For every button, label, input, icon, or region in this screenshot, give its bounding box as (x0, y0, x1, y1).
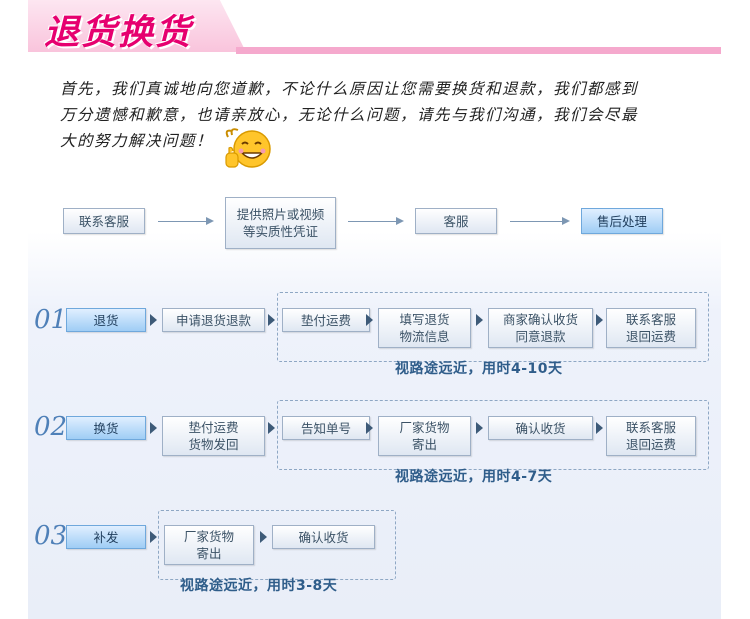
page-title: 退货换货 (44, 12, 193, 53)
exchange-ship-box: 厂家货物 寄出 (378, 416, 471, 456)
chevron-right-icon (268, 314, 275, 326)
resend-label-box: 补发 (66, 525, 146, 549)
return-dashed-group (277, 292, 709, 362)
title-underline (236, 47, 721, 54)
chevron-right-icon (476, 314, 483, 326)
resend-ship-box: 厂家货物 寄出 (164, 525, 254, 565)
flow-photo-box: 提供照片或视频 等实质性凭证 (225, 197, 336, 249)
flow-arrow-2 (348, 217, 404, 225)
chevron-right-icon (366, 422, 373, 434)
chevron-right-icon (150, 531, 157, 543)
return-fill-box: 填写退货 物流信息 (378, 308, 471, 348)
intro-line-1: 首先，我们真诚地向您道歉，不论什么原因让您需要换货和退款，我们都感到 (60, 80, 639, 98)
flow-service-box: 客服 (415, 208, 497, 234)
intro-text: 首先，我们真诚地向您道歉，不论什么原因让您需要换货和退款，我们都感到 万分遗憾和… (60, 76, 700, 154)
content-panel (28, 52, 721, 619)
return-refund-box: 联系客服 退回运费 (606, 308, 696, 348)
chevron-right-icon (150, 314, 157, 326)
exchange-refund-box: 联系客服 退回运费 (606, 416, 696, 456)
exchange-pay-box: 垫付运费 货物发回 (162, 416, 265, 456)
chevron-right-icon (260, 531, 267, 543)
chevron-right-icon (268, 422, 275, 434)
chevron-right-icon (596, 422, 603, 434)
row-number-03: 03 (34, 521, 68, 551)
flow-aftersale-box: 售后处理 (581, 208, 663, 234)
intro-line-2: 万分遗憾和歉意，也请亲放心，无论什么问题，请先与我们沟通，我们会尽最 (60, 106, 639, 124)
row-number-02: 02 (34, 412, 68, 442)
resend-receive-box: 确认收货 (272, 525, 375, 549)
return-confirm-box: 商家确认收货 同意退款 (488, 308, 593, 348)
title-tab (28, 0, 246, 52)
flow-arrow-1 (158, 217, 214, 225)
exchange-label-box: 换货 (66, 416, 146, 440)
chevron-right-icon (150, 422, 157, 434)
exchange-dashed-group (277, 400, 709, 470)
row-number-01: 01 (34, 305, 68, 335)
flow-contact-box: 联系客服 (63, 208, 145, 234)
chevron-right-icon (596, 314, 603, 326)
return-duration-note: 视路途远近，用时4-10天 (395, 361, 563, 377)
return-label-box: 退货 (66, 308, 146, 332)
chevron-right-icon (366, 314, 373, 326)
smiley-icon (225, 128, 271, 168)
exchange-receive-box: 确认收货 (488, 416, 593, 440)
resend-dashed-group (158, 510, 396, 580)
chevron-right-icon (476, 422, 483, 434)
exchange-notify-box: 告知单号 (282, 416, 370, 440)
resend-duration-note: 视路途远近，用时3-8天 (180, 578, 338, 594)
return-pay-box: 垫付运费 (282, 308, 370, 332)
intro-line-3: 大的努力解决问题！ (60, 132, 214, 150)
exchange-duration-note: 视路途远近，用时4-7天 (395, 469, 553, 485)
return-apply-box: 申请退货退款 (162, 308, 265, 332)
flow-arrow-3 (510, 217, 570, 225)
